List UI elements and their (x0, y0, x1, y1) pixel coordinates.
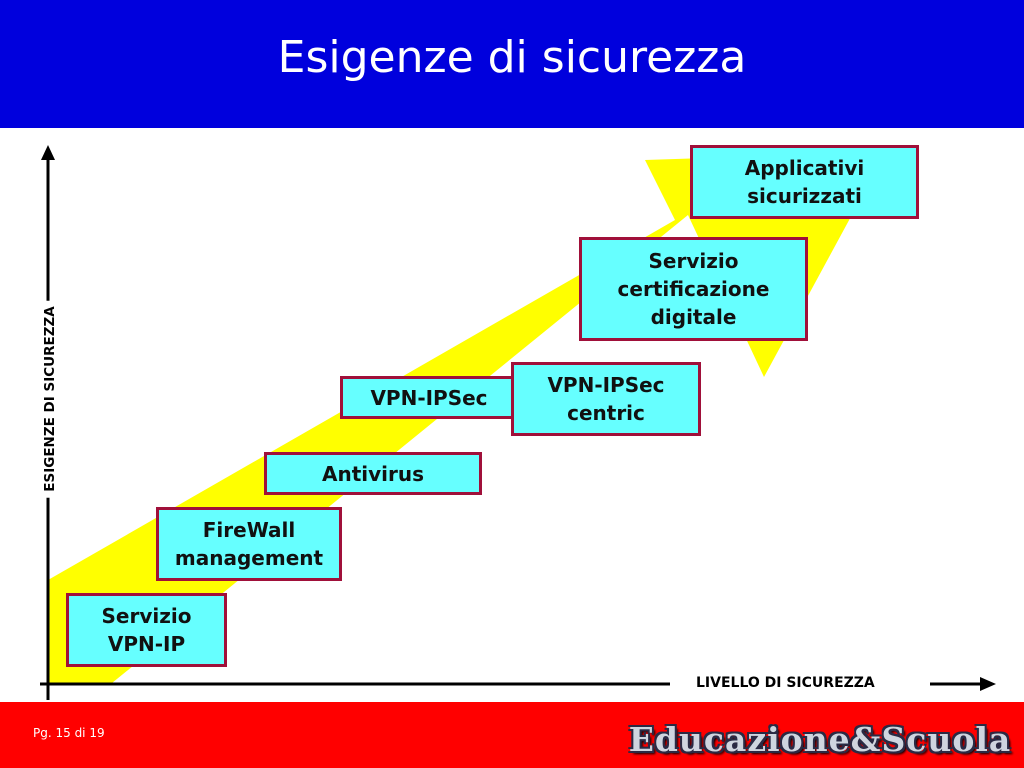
page-number: Pg. 15 di 19 (33, 726, 105, 740)
step-antivirus: Antivirus (264, 452, 482, 495)
x-axis-arrowhead (980, 677, 996, 691)
y-axis-label: ESIGENZE DI SICUREZZA (42, 300, 58, 498)
step-firewall-management: FireWall management (156, 507, 342, 581)
step-vpn-ipsec-centric: VPN-IPSec centric (511, 362, 701, 436)
brand-logo: Educazione&Scuola (629, 716, 1011, 762)
slide-title: Esigenze di sicurezza (277, 32, 747, 83)
logo-text: Educazione&Scuola (628, 719, 1012, 759)
footer-bar (0, 702, 1024, 768)
x-axis-label: LIVELLO DI SICUREZZA (696, 675, 875, 691)
title-bar (0, 0, 1024, 128)
step-vpn-ipsec: VPN-IPSec (340, 376, 518, 419)
step-applicativi-sicurizzati: Applicativi sicurizzati (690, 145, 919, 219)
step-servizio-certificazione-digitale: Servizio certificazione digitale (579, 237, 808, 341)
y-axis-arrowhead (41, 145, 55, 160)
step-servizio-vpn-ip: Servizio VPN-IP (66, 593, 227, 667)
